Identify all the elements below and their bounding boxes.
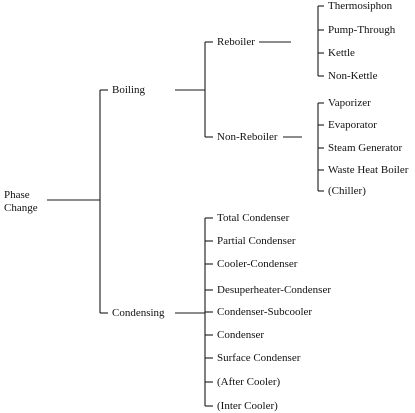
leaf-evaporator: Evaporator [328,119,377,131]
leaf-condenser: Condenser [217,329,265,341]
leaf-kettle: Kettle [328,47,355,59]
leaf-partial-condenser: Partial Condenser [217,235,296,247]
leaf-thermosiphon: Thermosiphon [328,0,393,12]
node-reboiler: Reboiler [217,36,255,48]
leaf-desuperheater-condenser: Desuperheater-Condenser [217,284,332,296]
leaf-vaporizer: Vaporizer [328,97,371,109]
root-label-line1: Phase [4,189,30,201]
leaf-non-kettle: Non-Kettle [328,70,378,82]
node-boiling: Boiling [112,84,146,96]
leaf-pump-through: Pump-Through [328,24,396,36]
leaf-surface-condenser: Surface Condenser [217,352,301,364]
node-condensing: Condensing [112,307,165,319]
leaf-steam-generator: Steam Generator [328,142,403,154]
leaf-total-condenser: Total Condenser [217,212,290,224]
root-label-line2: Change [4,202,38,214]
node-non-reboiler: Non-Reboiler [217,131,278,143]
leaf-waste-heat-boiler: Waste Heat Boiler [328,164,409,176]
leaf-condenser-subcooler: Condenser-Subcooler [217,306,313,318]
leaf-cooler-condenser: Cooler-Condenser [217,258,298,270]
leaf-inter-cooler: (Inter Cooler) [217,400,278,412]
leaf-chiller: (Chiller) [328,185,366,197]
leaf-after-cooler: (After Cooler) [217,376,281,388]
